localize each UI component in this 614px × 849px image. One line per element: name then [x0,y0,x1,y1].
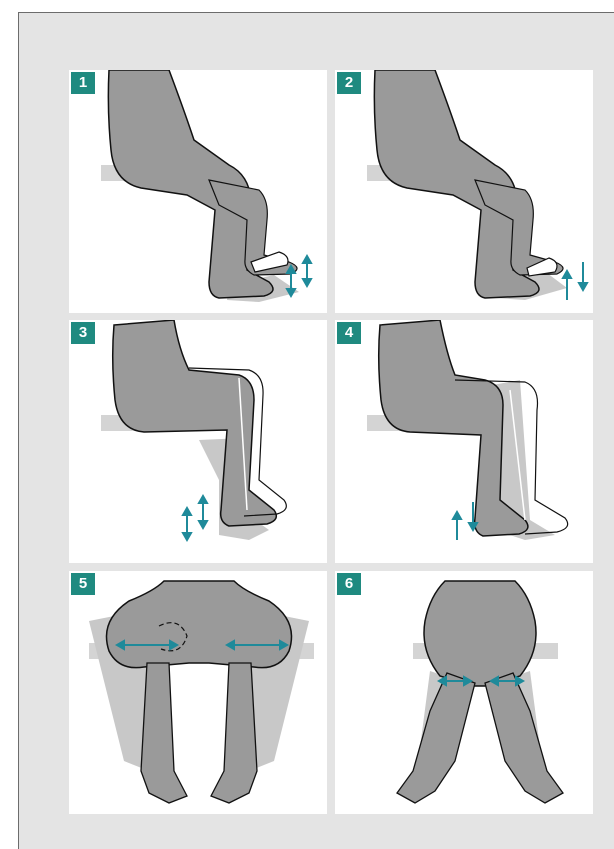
pelvis-silhouette [424,581,536,686]
exercise-panel-5: 5 [69,571,327,814]
step-number-badge: 6 [337,573,361,595]
up-down-arrow-icon [563,262,587,300]
left-leg [141,663,187,803]
step-number-badge: 4 [337,322,361,344]
exercise-panel-2: 2 [335,70,593,313]
front-view-illustration [69,571,327,814]
step-number-badge: 1 [71,72,95,94]
seated-leg-illustration [69,320,327,563]
exercise-sheet: 1 2 3 [18,12,614,849]
up-down-arrow-icon [287,256,311,296]
front-view-illustration [335,571,593,814]
exercise-panel-1: 1 [69,70,327,313]
up-down-arrow-icon [183,496,207,540]
exercise-panel-3: 3 [69,320,327,563]
exercise-panel-6: 6 [335,571,593,814]
body-silhouette [113,320,277,526]
step-number-badge: 2 [337,72,361,94]
seated-leg-illustration [335,320,593,563]
pelvis-silhouette [107,581,292,668]
exercise-panel-4: 4 [335,320,593,563]
step-number-badge: 5 [71,573,95,595]
seated-leg-illustration [335,70,593,313]
step-number-badge: 3 [71,322,95,344]
up-down-arrow-icon [453,502,477,540]
seated-leg-illustration [69,70,327,313]
right-leg [211,663,257,803]
